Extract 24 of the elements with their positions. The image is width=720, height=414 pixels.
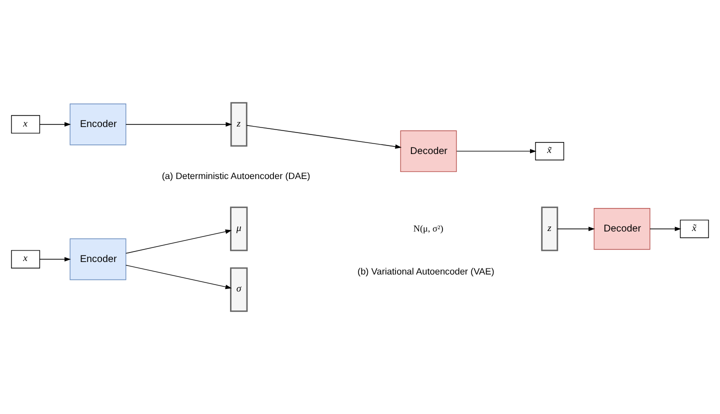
arrow xyxy=(126,229,232,254)
node-box: x xyxy=(11,115,40,134)
node-box: Encoder xyxy=(70,238,126,280)
node-box: Encoder xyxy=(70,104,126,146)
arrow xyxy=(40,257,71,262)
node-box: Decoder xyxy=(594,208,650,250)
node-box: z xyxy=(541,206,558,252)
arrow xyxy=(557,226,595,232)
arrow xyxy=(40,122,71,127)
arrow xyxy=(650,226,682,232)
node-box: z xyxy=(230,102,248,147)
label: N(μ, σ²) xyxy=(413,223,444,234)
node-box: x̃ xyxy=(680,220,709,238)
node-box: x̃ xyxy=(535,142,564,160)
node-box: Decoder xyxy=(400,130,457,172)
node-box: μ xyxy=(230,206,248,252)
arrow xyxy=(456,148,536,154)
node-box: σ xyxy=(230,267,248,312)
node-box: x xyxy=(11,250,40,268)
label: (a) Deterministic Autoencoder (DAE) xyxy=(162,171,310,182)
arrow xyxy=(126,122,232,127)
label: (b) Variational Autoencoder (VAE) xyxy=(358,266,494,276)
arrow xyxy=(126,264,232,290)
arrow xyxy=(246,125,402,149)
